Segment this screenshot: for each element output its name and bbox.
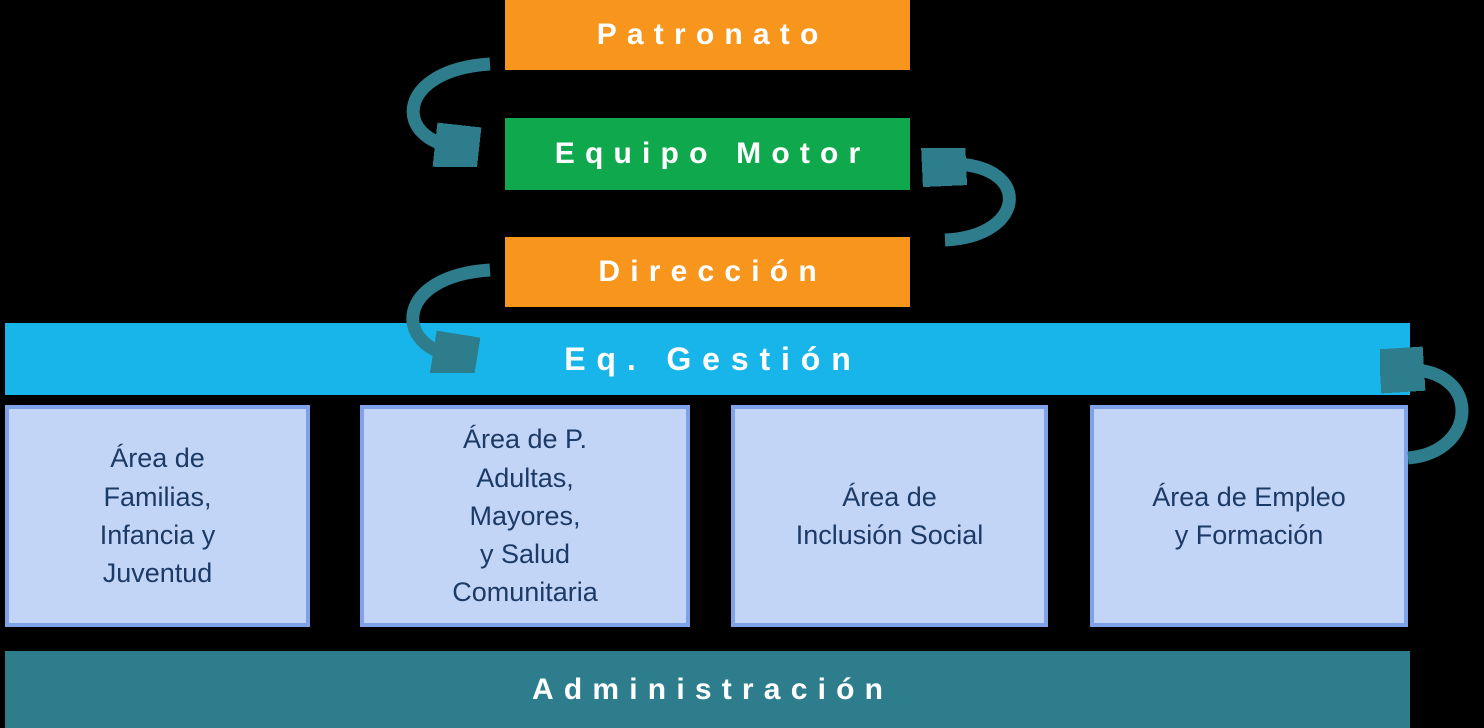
arrow-direccion-to-eq-gestion-icon (406, 263, 491, 373)
area-label: Área de P. Adultas, Mayores, y Salud Com… (452, 424, 598, 608)
node-patronato: Patronato (505, 0, 910, 70)
node-direccion: Dirección (505, 237, 910, 307)
node-eq-gestion: Eq. Gestión (5, 323, 1410, 395)
node-equipo-motor: Equipo Motor (505, 118, 910, 190)
area-box-empleo-formacion: Área de Empleo y Formación (1090, 405, 1408, 627)
node-eq-gestion-label: Eq. Gestión (564, 340, 862, 377)
area-label: Área de Familias, Infancia y Juventud (99, 443, 216, 589)
area-box-familias-infancia-juventud: Área de Familias, Infancia y Juventud (5, 405, 310, 627)
arrow-patronato-to-equipo-motor-icon (406, 57, 491, 167)
node-administracion-label: Administración (532, 672, 894, 706)
area-label: Área de Empleo y Formación (1152, 481, 1346, 550)
arrow-loop-into-eq-gestion-icon (1380, 340, 1469, 465)
arrow-direccion-to-equipo-motor-icon (920, 148, 1016, 247)
area-label: Área de Inclusión Social (795, 481, 984, 550)
area-box-inclusion-social: Área de Inclusión Social (731, 405, 1048, 627)
area-box-personas-adultas-mayores-salud: Área de P. Adultas, Mayores, y Salud Com… (360, 405, 690, 627)
node-administracion: Administración (5, 651, 1410, 728)
node-patronato-label: Patronato (596, 18, 829, 51)
node-direccion-label: Dirección (598, 255, 827, 288)
node-equipo-motor-label: Equipo Motor (554, 137, 871, 170)
